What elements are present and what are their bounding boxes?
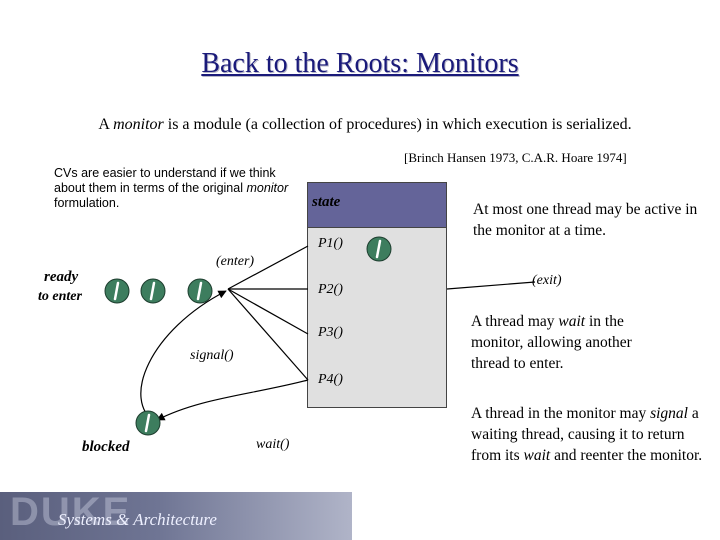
duke-logo: DUKE	[10, 490, 132, 534]
page-title: Back to the Roots: Monitors	[201, 48, 519, 79]
thread-icon	[135, 410, 161, 441]
thread-icon	[140, 278, 166, 309]
procedure-p4: P4()	[318, 372, 343, 387]
signal-label: signal()	[190, 348, 234, 363]
cv-note: CVs are easier to understand if we think…	[54, 166, 289, 210]
signal-note: A thread in the monitor may signal a wai…	[471, 405, 703, 464]
thread-icon	[366, 236, 392, 267]
signal-arrow	[156, 379, 309, 421]
to-enter-label: to enter	[38, 289, 82, 304]
exit-line	[446, 281, 536, 290]
footer-banner	[0, 492, 352, 540]
enter-line-p4	[227, 288, 309, 381]
state-label: state	[312, 194, 341, 210]
blocked-label: blocked	[82, 439, 130, 455]
enter-label: (enter)	[216, 254, 255, 269]
enter-line-p1	[227, 245, 309, 290]
procedure-p1: P1()	[318, 236, 343, 251]
monitor-state-bar	[307, 182, 447, 228]
exit-label: (exit)	[532, 273, 562, 288]
ready-label: ready	[44, 269, 79, 285]
citation: [Brinch Hansen 1973, C.A.R. Hoare 1974]	[404, 150, 627, 165]
one-thread-note: At most one thread may be active in the …	[473, 201, 698, 239]
enter-line-p3	[227, 288, 309, 335]
footer-caption: Systems & Architecture	[58, 510, 217, 529]
thread-icon	[187, 278, 213, 309]
wait-label: wait()	[256, 437, 290, 452]
procedure-p2: P2()	[318, 282, 343, 297]
wait-note: A thread may wait in the monitor, allowi…	[471, 313, 632, 372]
subtitle: A monitor is a module (a collection of p…	[98, 116, 632, 133]
procedure-p3: P3()	[318, 325, 343, 340]
thread-icon	[104, 278, 130, 309]
